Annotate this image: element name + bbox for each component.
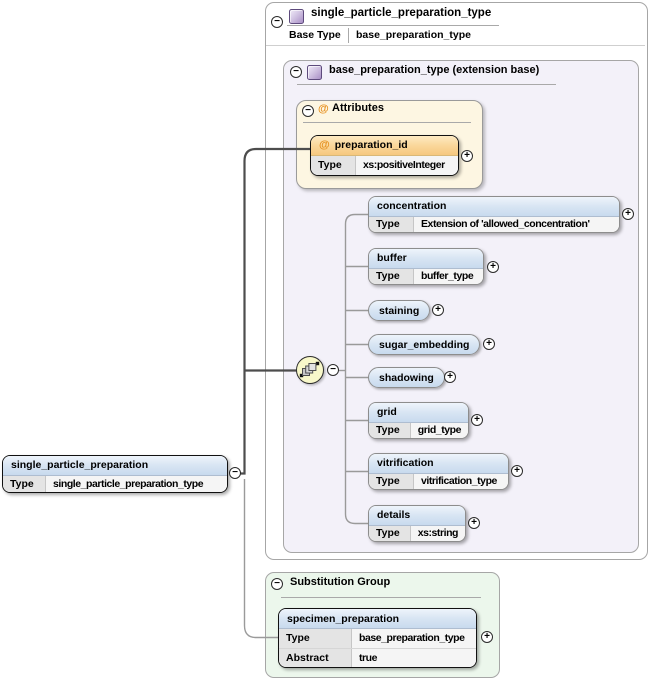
element-type-row: Type buffer_type [369, 268, 483, 284]
element-name: sugar_embedding [379, 338, 470, 351]
element-name: grid [377, 406, 397, 419]
extension-panel-title: base_preparation_type (extension base) [329, 64, 540, 76]
type-label: Type [369, 422, 411, 438]
base-type-label: Base Type [289, 29, 341, 41]
collapse-icon[interactable]: − [302, 105, 314, 117]
element-type-row: Type xs:string [369, 525, 465, 541]
attributes-title: Attributes [332, 102, 384, 114]
element-type-row: Type Extension of 'allowed_concentration… [369, 216, 619, 232]
expand-icon[interactable]: + [487, 261, 499, 273]
element-header: concentration [369, 197, 619, 217]
element-header: buffer [369, 249, 483, 269]
element-name: shadowing [379, 371, 434, 384]
base-type-value: base_preparation_type [356, 29, 471, 41]
type-value: grid_type [410, 422, 468, 438]
collapse-icon[interactable]: − [229, 467, 241, 479]
expand-icon[interactable]: + [461, 150, 473, 162]
collapse-icon[interactable]: − [271, 16, 283, 28]
element-header: specimen_preparation [279, 609, 476, 629]
title-underline [297, 84, 556, 85]
abstract-label: Abstract [279, 648, 352, 667]
element-single-particle-preparation[interactable]: single_particle_preparation Type single_… [2, 455, 228, 493]
expand-icon[interactable]: + [432, 304, 444, 316]
type-value: xs:positiveInteger [356, 155, 458, 175]
element-abstract-row: Abstract true [279, 647, 476, 667]
expand-icon[interactable]: + [622, 208, 634, 220]
attribute-type-row: Type xs:positiveInteger [311, 155, 458, 175]
type-label: Type [369, 268, 414, 284]
element-header: grid [369, 403, 468, 423]
type-label: Type [3, 475, 46, 492]
title-underline [303, 122, 471, 123]
element-header: vitrification [369, 454, 508, 474]
expand-icon[interactable]: + [471, 414, 483, 426]
type-label: Type [369, 525, 411, 541]
attribute-icon: @ [319, 139, 330, 152]
element-details[interactable]: details Type xs:string [368, 505, 466, 542]
element-name: single_particle_preparation [11, 459, 149, 472]
base-type-divider [348, 28, 349, 43]
expand-icon[interactable]: + [481, 631, 493, 643]
collapse-icon[interactable]: − [290, 66, 302, 78]
element-type-row: Type grid_type [369, 422, 468, 438]
element-name: specimen_preparation [287, 612, 400, 625]
element-vitrification[interactable]: vitrification Type vitrification_type [368, 453, 509, 490]
collapse-icon[interactable]: − [327, 364, 339, 376]
collapse-icon[interactable]: − [271, 578, 283, 590]
element-type-row: Type vitrification_type [369, 473, 508, 489]
type-value: vitrification_type [414, 473, 508, 489]
type-label: Type [311, 155, 356, 175]
attribute-header: @ preparation_id [311, 136, 458, 156]
element-specimen-preparation[interactable]: specimen_preparation Type base_preparati… [278, 608, 477, 668]
attribute-preparation-id[interactable]: @ preparation_id Type xs:positiveInteger [310, 135, 459, 176]
element-name: staining [379, 304, 420, 317]
abstract-value: true [352, 648, 476, 667]
substitution-group-title: Substitution Group [290, 576, 391, 588]
element-name: details [377, 509, 411, 522]
type-label: Type [369, 473, 414, 489]
type-value: base_preparation_type [352, 629, 476, 648]
expand-icon[interactable]: + [468, 517, 480, 529]
title-underline [287, 25, 499, 26]
expand-icon[interactable]: + [444, 371, 456, 383]
type-value: single_particle_preparation_type [46, 475, 227, 492]
type-value: Extension of 'allowed_concentration' [414, 216, 619, 232]
attribute-name: preparation_id [334, 139, 408, 152]
complex-type-icon [289, 9, 304, 24]
element-type-row: Type single_particle_preparation_type [3, 475, 227, 492]
type-label: Type [279, 629, 352, 648]
element-type-row: Type base_preparation_type [279, 629, 476, 648]
panel-separator [266, 45, 645, 46]
type-label: Type [369, 216, 414, 232]
expand-icon[interactable]: + [483, 338, 495, 350]
element-header: details [369, 506, 465, 526]
element-staining[interactable]: staining [368, 300, 431, 321]
sequence-indicator[interactable] [296, 356, 324, 384]
element-header: single_particle_preparation [3, 456, 227, 476]
complex-type-icon [307, 65, 322, 80]
element-grid[interactable]: grid Type grid_type [368, 402, 469, 439]
type-value: xs:string [410, 525, 465, 541]
element-concentration[interactable]: concentration Type Extension of 'allowed… [368, 196, 620, 233]
type-value: buffer_type [414, 268, 483, 284]
element-name: concentration [377, 200, 447, 213]
element-buffer[interactable]: buffer Type buffer_type [368, 248, 484, 285]
sequence-icon [299, 361, 320, 378]
element-name: vitrification [377, 457, 434, 470]
type-panel-title: single_particle_preparation_type [311, 7, 492, 19]
expand-icon[interactable]: + [511, 465, 523, 477]
element-sugar-embedding[interactable]: sugar_embedding [368, 334, 481, 355]
element-shadowing[interactable]: shadowing [368, 367, 445, 388]
attribute-icon: @ [318, 103, 329, 115]
title-underline [281, 597, 481, 598]
element-name: buffer [377, 252, 407, 265]
